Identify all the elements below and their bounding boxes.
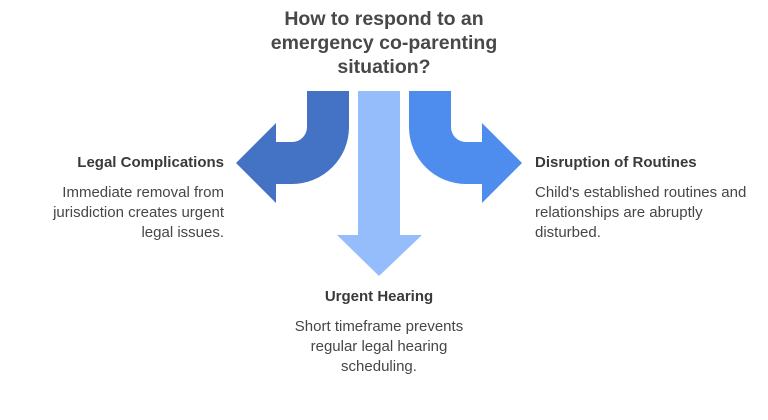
branch-description-disruption-of-routines: Child's established routines and relatio… <box>535 184 747 241</box>
curved-arrow-left-icon <box>236 91 349 203</box>
branch-description-urgent-hearing: Short timeframe prevents regular legal h… <box>294 318 464 375</box>
arrow-down-icon <box>337 91 422 276</box>
curved-arrow-right-icon <box>409 91 522 203</box>
branch-heading-legal-complications: Legal Complications <box>77 154 224 171</box>
diagram-title: How to respond to an emergency co-parent… <box>270 8 498 78</box>
branch-heading-urgent-hearing: Urgent Hearing <box>324 288 434 305</box>
branch-description-legal-complications: Immediate removal from jurisdiction crea… <box>53 184 224 241</box>
branch-heading-disruption-of-routines: Disruption of Routines <box>535 154 697 171</box>
